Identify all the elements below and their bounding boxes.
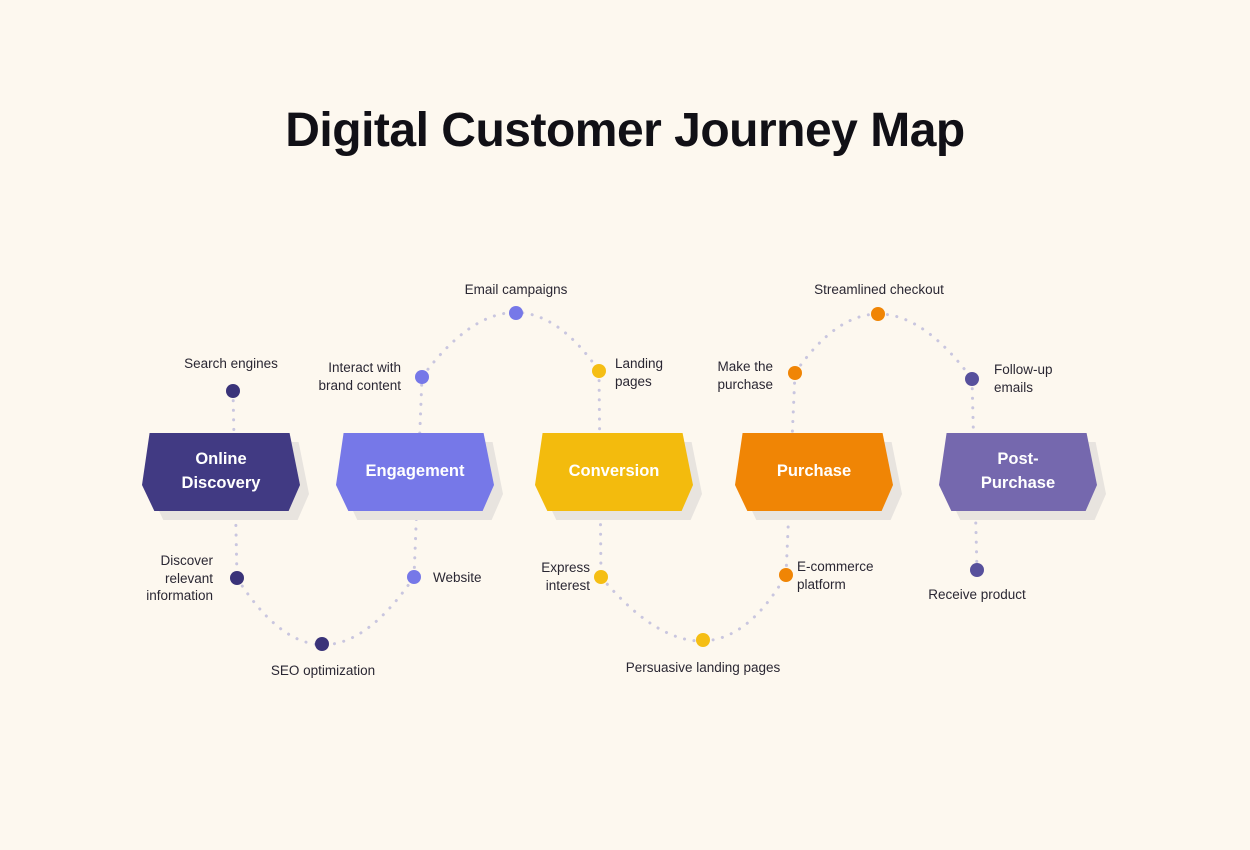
stage-banner-post-purchase: Post-Purchase [939, 433, 1097, 511]
stage-label: Purchase [776, 462, 852, 481]
stage-label: Post-Purchase [980, 450, 1056, 492]
stage-banner-conversion: Conversion [535, 433, 693, 511]
label-receive-product: Receive product [928, 587, 1026, 602]
touchpoint-dot-landing-pages [592, 364, 606, 378]
touchpoint-dot-seo-optimization [315, 637, 329, 651]
label-website: Website [433, 570, 482, 585]
touchpoint-dot-express-interest [594, 570, 608, 584]
label-search-engines: Search engines [184, 356, 278, 371]
journey-path-segment-8 [793, 312, 974, 381]
touchpoint-dot-receive-product [970, 563, 984, 577]
journey-path-segment-4 [420, 311, 601, 379]
stage-label: Online Discovery [181, 450, 261, 492]
label-seo-optimization: SEO optimization [270, 663, 376, 678]
label-streamlined-checkout: Streamlined checkout [814, 282, 944, 297]
label-persuasive-landing-pages: Persuasive landing pages [625, 660, 781, 675]
touchpoint-dot-streamlined-checkout [871, 307, 885, 321]
stage-label: Conversion [568, 462, 660, 481]
touchpoint-dot-follow-up-emails [965, 372, 979, 386]
stage-label: Engagement [365, 462, 465, 481]
touchpoint-dot-website [407, 570, 421, 584]
label-email-campaigns: Email campaigns [464, 282, 568, 297]
touchpoint-dot-search-engines [226, 384, 240, 398]
page-title: Digital Customer Journey Map [285, 104, 965, 157]
touchpoint-dot-e-commerce-platform [779, 568, 793, 582]
touchpoint-dot-persuasive-landing-pages [696, 633, 710, 647]
label-landing-pages: Landing pages [615, 356, 664, 389]
journey-path-segment-5 [597, 369, 603, 579]
journey-path-segment-2 [235, 575, 416, 647]
touchpoint-dot-email-campaigns [509, 306, 523, 320]
label-make-the-purchase: Make the purchase [717, 359, 773, 392]
touchpoint-dot-discover-relevant-information [230, 571, 244, 585]
touchpoint-dot-interact-with-brand-content [415, 370, 429, 384]
stage-banner-purchase: Purchase [735, 433, 893, 511]
touchpoint-dot-make-the-purchase [788, 366, 802, 380]
stage-banner-online-discovery: Online Discovery [142, 433, 300, 511]
label-follow-up-emails: Follow-up emails [994, 362, 1053, 395]
stage-banner-engagement: Engagement [336, 433, 494, 511]
label-express-interest: Express interest [541, 560, 590, 593]
journey-path-segment-6 [599, 573, 788, 643]
label-discover-relevant-information: Discover relevant information [146, 553, 213, 603]
label-e-commerce-platform: E-commerce platform [797, 559, 874, 592]
label-interact-with-brand-content: Interact with brand content [318, 360, 401, 393]
